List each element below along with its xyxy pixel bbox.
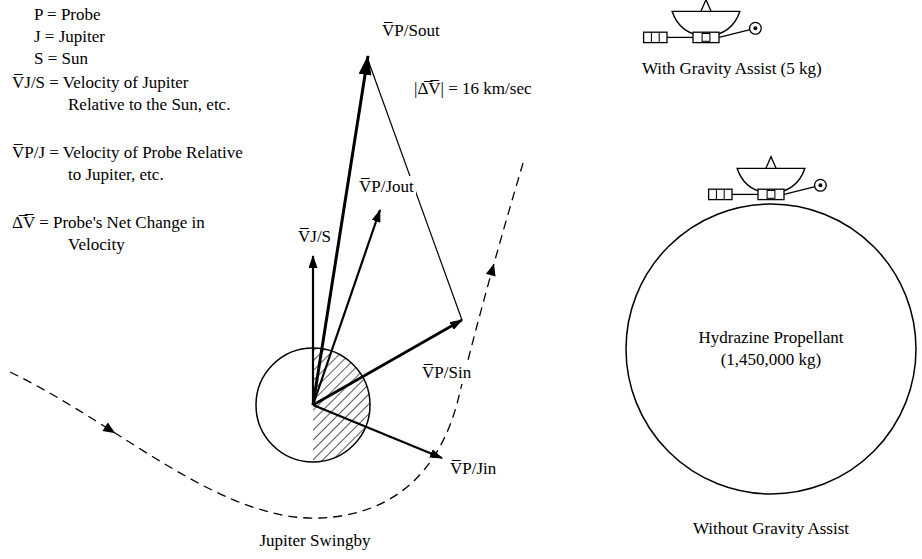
node-outline: [625, 203, 917, 495]
trajectory: [10, 160, 524, 518]
vector-label: V̅P/Jout: [357, 176, 416, 198]
legend-line: V̅J/S = Velocity of Jupiter Relative to …: [12, 72, 248, 116]
caption: Jupiter Swingby: [258, 530, 373, 552]
vector-label: V̅P/Sout: [380, 20, 442, 42]
probe-icon: [644, 0, 762, 43]
node-text: Hydrazine Propellant (1,450,000 kg): [686, 327, 856, 371]
trajectory-arrow: [486, 262, 499, 276]
vector-label: V̅P/Sin: [420, 362, 473, 384]
velocity-vectors: [313, 56, 462, 458]
legend-line: P = Probe: [32, 4, 103, 26]
legend-line: S = Sun: [32, 48, 90, 70]
trajectory-arrow: [102, 423, 117, 438]
vector-label: V̅J/S: [296, 226, 333, 248]
legend-line: Δ̅V̅ = Probe's Net Change in Velocity: [12, 212, 248, 256]
propellant-sphere: Hydrazine Propellant (1,450,000 kg)Witho…: [625, 203, 917, 495]
probe-icon: [709, 157, 827, 200]
node-caption: Without Gravity Assist: [693, 518, 849, 540]
vector-label: |Δ̅V̅| = 16 km/sec: [412, 78, 534, 100]
legend-line: V̅P/J = Velocity of Probe Relative to Ju…: [12, 142, 248, 186]
legend-line: J = Jupiter: [32, 26, 107, 48]
caption: With Gravity Assist (5 kg): [640, 58, 824, 80]
jupiter-shadow: [313, 348, 370, 462]
vector-label: V̅P/Jin: [448, 458, 498, 480]
